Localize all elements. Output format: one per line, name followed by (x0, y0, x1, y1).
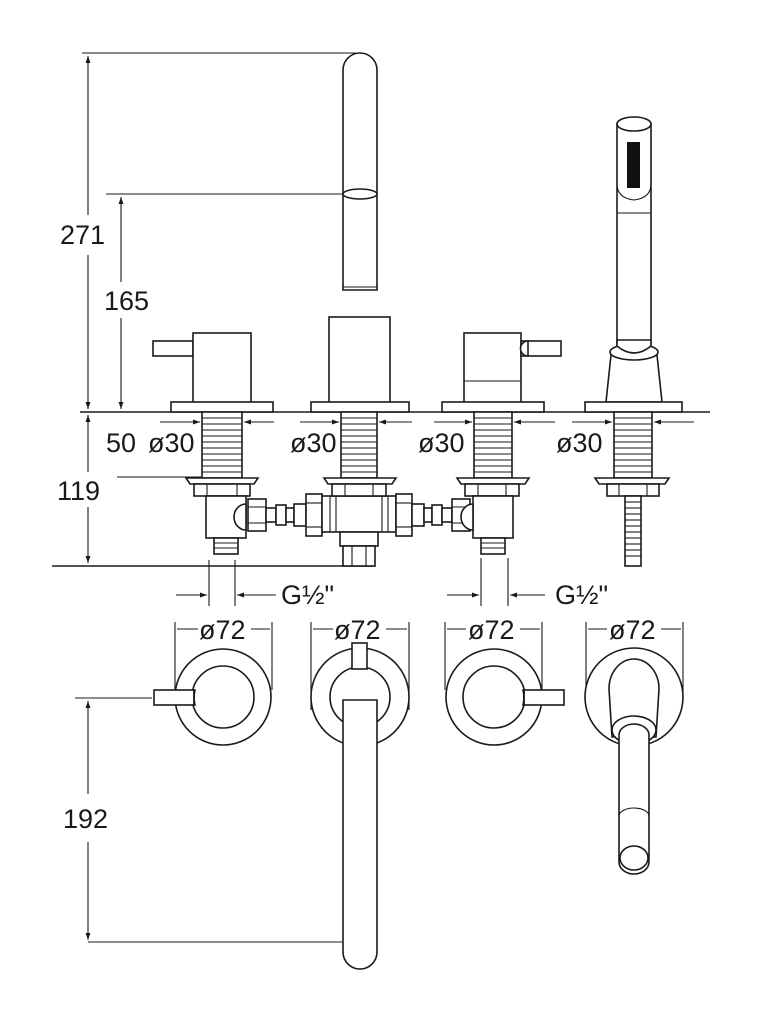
dim-label-rosette-1: ø72 (199, 615, 246, 645)
lever-handle (523, 689, 565, 706)
hand-shower-side: ø30 (556, 116, 694, 567)
shower-button (627, 142, 640, 188)
deck-plate (441, 401, 545, 413)
thread-dimension-left: G½" (176, 580, 334, 610)
spout-base (328, 316, 391, 404)
dim-label-rosette-4: ø72 (609, 615, 656, 645)
dim-label-pipe-3: ø30 (418, 428, 465, 458)
dimension-119: 119 (57, 415, 215, 563)
spout-rosette: ø72 (310, 615, 410, 970)
dim-label-271: 271 (60, 220, 105, 250)
deck-plate (170, 401, 274, 413)
dim-label-50: 50 (106, 428, 136, 458)
shower-holder (605, 354, 663, 403)
spout-tube (342, 52, 378, 291)
dimension-271: 271 (60, 52, 356, 409)
left-mixer-side: ø30 (148, 332, 274, 606)
threaded-shank (201, 411, 243, 479)
side-view: 271 165 119 50 (52, 52, 710, 610)
aerator-outlet (342, 188, 378, 200)
lever-handle (152, 340, 194, 357)
top-view: ø72 ø72 ø72 (63, 615, 684, 970)
dim-label-rosette-2: ø72 (334, 615, 381, 645)
dim-label-165: 165 (104, 286, 149, 316)
shower-handle-top (618, 723, 650, 875)
thread-dimension-right: G½" (447, 580, 608, 610)
spout-tube-top (342, 699, 378, 970)
left-handle-rosette: ø72 (153, 615, 273, 746)
dim-label-pipe-2: ø30 (290, 428, 337, 458)
dim-label-thread-left: G½" (281, 580, 334, 610)
dim-label-119: 119 (57, 476, 100, 506)
right-mixer-side: ø30 (418, 332, 562, 606)
lever-handle (153, 689, 195, 706)
dimension-165: 165 (104, 193, 344, 409)
hand-shower-rosette: ø72 (584, 615, 684, 875)
spout-side: ø30 (290, 52, 412, 497)
mixer-body (192, 332, 252, 404)
dim-label-rosette-3: ø72 (468, 615, 515, 645)
dimension-192: 192 (63, 697, 342, 943)
mixer-body (463, 332, 522, 404)
top-lever (351, 642, 368, 670)
deck-plate (584, 401, 683, 413)
dim-label-pipe-1: ø30 (148, 428, 195, 458)
right-handle-rosette: ø72 (444, 615, 565, 746)
dim-label-thread-right: G½" (555, 580, 608, 610)
connector-pipework (247, 493, 471, 567)
dim-label-pipe-4: ø30 (556, 428, 603, 458)
dim-label-192: 192 (63, 804, 108, 834)
deck-plate (310, 401, 410, 413)
